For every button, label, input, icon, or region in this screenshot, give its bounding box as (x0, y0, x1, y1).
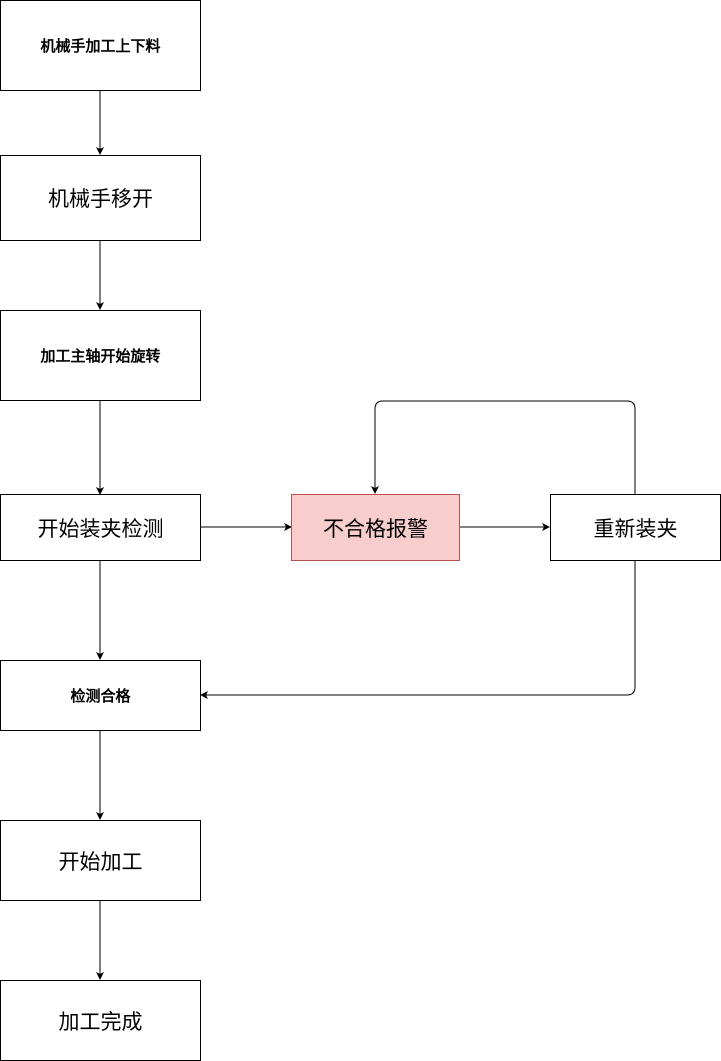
node-robot-move-away: 机械手移开 (0, 155, 201, 241)
node-reject-alarm: 不合格报警 (291, 494, 460, 561)
node-robot-move-away-label: 机械手移开 (48, 187, 153, 211)
node-robot-load-unload: 机械手加工上下料 (0, 0, 201, 91)
node-machining-done-label: 加工完成 (58, 1009, 143, 1034)
node-check-pass-label: 检测合格 (70, 687, 131, 705)
node-reclamp: 重新装夹 (550, 494, 721, 561)
node-reject-alarm-label: 不合格报警 (323, 516, 428, 541)
edge-reclamp-to-reject-alarm (371, 400, 636, 494)
edge-reclamp-to-check-pass (200, 560, 636, 699)
node-spindle-start: 加工主轴开始旋转 (0, 310, 201, 401)
node-check-pass: 检测合格 (0, 660, 201, 731)
node-spindle-start-label: 加工主轴开始旋转 (40, 347, 161, 365)
node-start-machining-label: 开始加工 (58, 849, 143, 874)
node-reclamp-label: 重新装夹 (593, 516, 678, 541)
node-robot-load-unload-label: 机械手加工上下料 (40, 37, 161, 55)
node-start-machining: 开始加工 (0, 820, 201, 901)
node-clamp-check-label: 开始装夹检测 (37, 516, 164, 541)
node-clamp-check: 开始装夹检测 (0, 494, 201, 561)
node-machining-done: 加工完成 (0, 980, 201, 1061)
